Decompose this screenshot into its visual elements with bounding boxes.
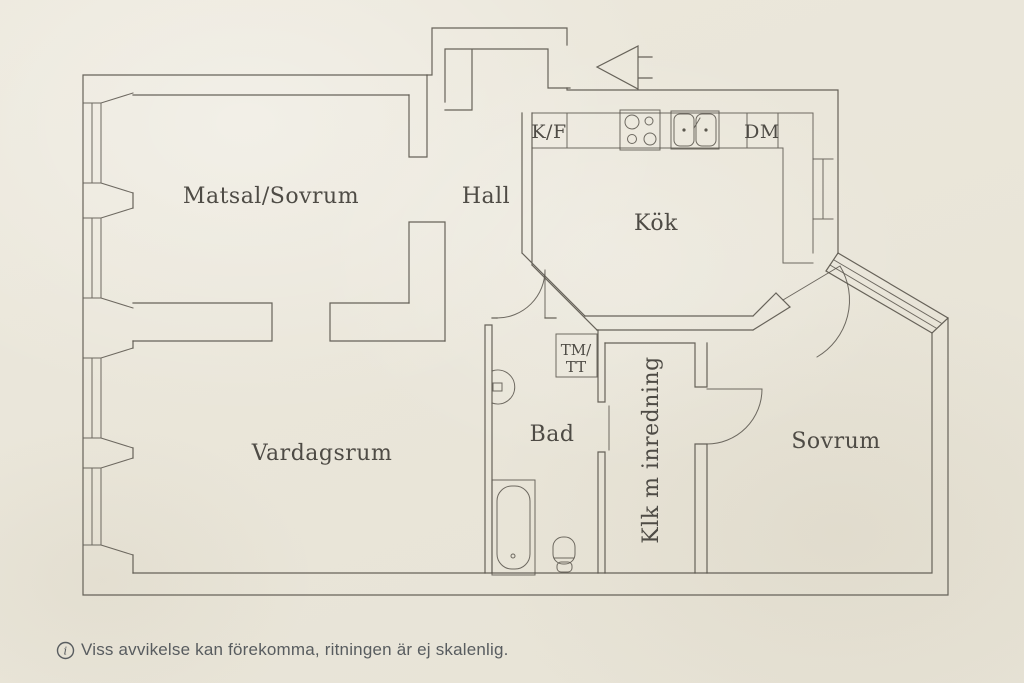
dining-hall-wall <box>408 74 446 342</box>
label-washer-line1: TM/ <box>561 341 592 359</box>
inner-walls-bottom-right <box>132 332 933 574</box>
kitchen-window-right <box>812 158 834 220</box>
label-dishwasher: DM <box>744 121 780 143</box>
stairwell-recess <box>444 48 571 111</box>
svg-text:i: i <box>64 643 68 657</box>
bedroom-door-arc <box>782 265 850 358</box>
room-label-bedroom: Sovrum <box>791 429 880 454</box>
sink-icon <box>670 110 720 150</box>
stove-icon <box>619 109 661 151</box>
room-label-bathroom: Bad <box>530 422 575 447</box>
bath-closet-wall <box>597 329 610 574</box>
disclaimer: i Viss avvikelse kan förekomma, ritninge… <box>56 640 509 660</box>
window-bays-left <box>83 92 134 556</box>
dining-living-divider <box>132 302 446 342</box>
label-washer-line2: TT <box>566 358 586 376</box>
inner-walls-left <box>132 94 410 574</box>
washbasin-icon <box>491 369 516 405</box>
closet-door-arc <box>706 388 763 445</box>
bathtub-icon <box>491 479 536 576</box>
kitchen-south-wall <box>584 292 791 331</box>
hall-kitchen-wall <box>521 112 598 331</box>
entry-arrow-icon <box>595 45 653 91</box>
bedroom-corner-window <box>825 252 949 334</box>
room-label-kitchen: Kök <box>634 211 678 236</box>
outer-walls <box>82 27 949 596</box>
info-icon: i <box>56 641 75 659</box>
room-label-closet: Klk m inredning <box>639 356 664 543</box>
washer-dryer-niche <box>555 333 598 378</box>
toilet-icon <box>552 536 576 573</box>
living-bath-wall <box>484 317 557 574</box>
room-label-hall: Hall <box>462 184 510 209</box>
bathroom-door-arc <box>496 269 546 319</box>
label-fridge-freezer: K/F <box>531 121 566 143</box>
room-label-living-room: Vardagsrum <box>251 441 393 466</box>
closet-walls <box>604 342 708 574</box>
kitchen-counter <box>531 112 814 264</box>
disclaimer-text: Viss avvikelse kan förekomma, ritningen … <box>81 640 509 659</box>
room-label-dining-bedroom: Matsal/Sovrum <box>183 184 359 209</box>
